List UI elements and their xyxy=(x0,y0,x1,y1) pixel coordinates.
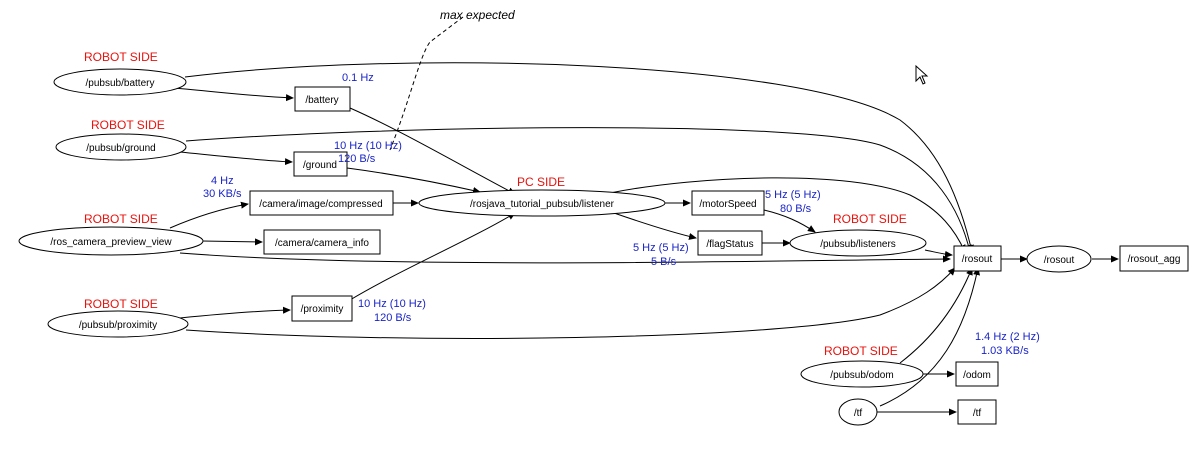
proximity-rate-hz: 10 Hz (10 Hz) xyxy=(358,298,426,310)
node-rosout[interactable]: /rosout xyxy=(1026,245,1092,273)
flagstatus-rate-bw: 5 B/s xyxy=(651,256,677,268)
node-label: /rosout xyxy=(1044,255,1075,266)
edge-odom-to-rosout xyxy=(899,267,973,364)
robot-side-label-proximity: ROBOT SIDE xyxy=(84,297,158,311)
mouse-cursor-icon xyxy=(915,64,929,85)
edge-battery-to-rosout xyxy=(184,62,974,253)
edge-listener-to-flagstatus xyxy=(613,212,697,240)
topic-label: /odom xyxy=(963,370,991,381)
battery-rate-label: 0.1 Hz xyxy=(342,72,374,84)
topic-odom[interactable]: /odom xyxy=(955,361,999,387)
odom-rate-hz: 1.4 Hz (2 Hz) xyxy=(975,331,1040,343)
edge-ground-topic-to-listener xyxy=(346,167,481,194)
edge-ground-to-rosout xyxy=(185,127,972,253)
annotations: max expected ROBOT SIDE ROBOT SIDE ROBOT… xyxy=(84,8,1040,358)
camera-rate-hz: 4 Hz xyxy=(211,175,234,187)
topic-label: /camera/camera_info xyxy=(275,238,369,249)
topic-label: /proximity xyxy=(301,304,344,315)
robot-side-label-battery: ROBOT SIDE xyxy=(84,50,158,64)
edge-motorspeed-to-listeners xyxy=(763,209,816,233)
topic-camera-image-compressed[interactable]: /camera/image/compressed xyxy=(249,190,394,216)
topic-proximity[interactable]: /proximity xyxy=(291,295,353,322)
flagstatus-rate-hz: 5 Hz (5 Hz) xyxy=(633,242,689,254)
edge-proximity-topic-to-listener xyxy=(349,212,516,301)
edge-battery-topic-to-listener xyxy=(349,107,516,195)
topic-label: /motorSpeed xyxy=(699,199,756,210)
edge-listeners-to-rosout xyxy=(924,249,953,258)
topic-rosout[interactable]: /rosout xyxy=(953,245,1002,272)
node-pubsub-listeners[interactable]: /pubsub/listeners xyxy=(789,229,927,257)
odom-rate-bw: 1.03 KB/s xyxy=(981,345,1029,357)
edge-ground-node-to-topic xyxy=(179,151,293,166)
edge-battery-node-to-topic xyxy=(173,87,294,102)
node-label: /pubsub/proximity xyxy=(79,320,157,331)
edges xyxy=(169,16,1119,416)
node-label: /pubsub/battery xyxy=(86,78,155,89)
edge-camera-to-rosout xyxy=(179,252,951,264)
topic-camera-info[interactable]: /camera/camera_info xyxy=(263,229,381,255)
node-ros-camera-preview-view[interactable]: /ros_camera_preview_view xyxy=(18,226,204,256)
topic-label: /battery xyxy=(305,95,338,106)
motorspeed-rate-bw: 80 B/s xyxy=(780,203,812,215)
edge-listener-to-rosout xyxy=(609,177,966,253)
node-pubsub-ground[interactable]: /pubsub/ground xyxy=(55,133,187,161)
pc-side-label: PC SIDE xyxy=(517,175,565,189)
edge-proximity-node-to-topic xyxy=(179,306,291,319)
topic-tf[interactable]: /tf xyxy=(957,399,997,425)
topic-label: /rosout_agg xyxy=(1128,254,1181,265)
topic-label: /flagStatus xyxy=(706,239,753,250)
topic-label: /ground xyxy=(303,160,337,171)
camera-rate-bw: 30 KB/s xyxy=(203,188,242,200)
topic-label: /camera/image/compressed xyxy=(259,199,382,210)
node-label: /pubsub/ground xyxy=(86,143,156,154)
proximity-rate-bw: 120 B/s xyxy=(374,312,412,324)
node-pubsub-odom[interactable]: /pubsub/odom xyxy=(800,360,924,388)
node-label: /tf xyxy=(854,408,863,419)
node-rosjava-listener[interactable]: /rosjava_tutorial_pubsub/listener xyxy=(418,189,666,217)
node-pubsub-proximity[interactable]: /pubsub/proximity xyxy=(47,310,189,338)
node-pubsub-battery[interactable]: /pubsub/battery xyxy=(53,68,187,96)
max-expected-leader xyxy=(389,16,464,151)
robot-side-label-listeners: ROBOT SIDE xyxy=(833,212,907,226)
node-label: /pubsub/listeners xyxy=(820,239,896,250)
topic-ground[interactable]: /ground xyxy=(293,151,348,177)
node-label: /pubsub/odom xyxy=(830,370,893,381)
ground-rate-bw: 120 B/s xyxy=(338,153,376,165)
node-tf[interactable]: /tf xyxy=(838,398,878,426)
robot-side-label-ground: ROBOT SIDE xyxy=(91,118,165,132)
motorspeed-rate-hz: 5 Hz (5 Hz) xyxy=(765,189,821,201)
edge-tf-to-rosout xyxy=(879,267,980,407)
robot-side-label-odom: ROBOT SIDE xyxy=(824,344,898,358)
edge-camera-to-compressed xyxy=(169,201,249,229)
topic-label: /rosout xyxy=(962,254,993,265)
topic-rosout-agg[interactable]: /rosout_agg xyxy=(1119,245,1189,272)
topic-battery[interactable]: /battery xyxy=(294,86,351,112)
node-label: /rosjava_tutorial_pubsub/listener xyxy=(470,199,615,210)
topic-label: /tf xyxy=(973,408,982,419)
robot-side-label-camera: ROBOT SIDE xyxy=(84,212,158,226)
topic-motorspeed[interactable]: /motorSpeed xyxy=(691,190,765,216)
topic-flagstatus[interactable]: /flagStatus xyxy=(697,230,763,256)
ground-rate-hz: 10 Hz (10 Hz) xyxy=(334,140,402,152)
node-label: /ros_camera_preview_view xyxy=(50,237,172,248)
edge-proximity-to-rosout xyxy=(185,267,956,339)
edge-camera-to-camera-info xyxy=(201,238,263,246)
max-expected-label: max expected xyxy=(440,8,515,22)
